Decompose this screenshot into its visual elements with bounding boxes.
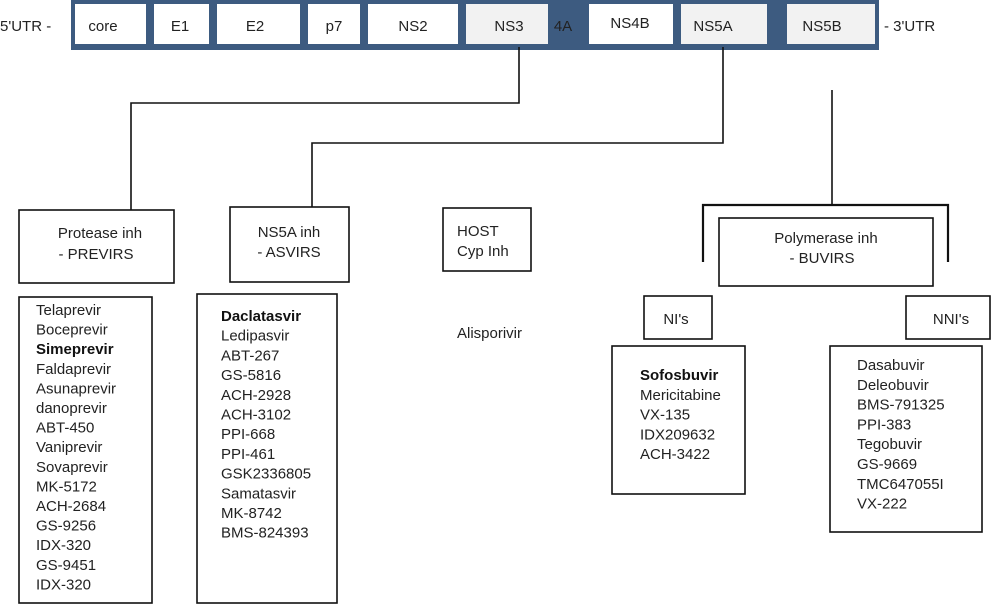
ns5a-drug-item: GSK2336805: [221, 466, 311, 483]
protease-drug-item: Asunaprevir: [36, 380, 116, 397]
connectors: [130, 47, 950, 262]
protease-drug-item: ACH-2684: [36, 498, 106, 515]
protease-drug-item: Faldaprevir: [36, 361, 111, 378]
ns5a-drug-item: GS-5816: [221, 367, 281, 384]
segment-ns3: [462, 0, 552, 48]
ns5a-drug-item: Daclatasvir: [221, 308, 301, 325]
protease-drug-item: IDX-320: [36, 537, 91, 554]
segment-ns4b-label: NS4B: [610, 15, 649, 32]
ni-drug-item: IDX209632: [640, 426, 715, 443]
segment-p7-label: p7: [326, 18, 343, 35]
protease-drug-item: ABT-450: [36, 420, 94, 437]
nni-drug-item: Dasabuvir: [857, 357, 925, 374]
ns5a-drug-list: [196, 293, 338, 604]
nni-drug-item: BMS-791325: [857, 397, 945, 414]
ni-drug-list: [611, 345, 746, 495]
segment-core: [71, 0, 150, 48]
ns5a-drug-items: DaclatasvirLedipasvirABT-267GS-5816ACH-2…: [221, 308, 311, 542]
protease-class-box: Protease inh - PREVIRS: [18, 209, 175, 284]
segment-ns5a: [677, 0, 771, 48]
utr5-label: 5'UTR -: [0, 18, 51, 35]
ni-drug-item: ACH-3422: [640, 446, 710, 463]
protease-class-line1: Protease inh: [58, 225, 142, 242]
ns5a-drug-item: PPI-668: [221, 426, 275, 443]
ns5a-drug-item: MK-8742: [221, 505, 282, 522]
protease-drug-item: danoprevir: [36, 400, 107, 417]
segment-e1: [150, 0, 213, 48]
protease-drug-list: [18, 296, 153, 604]
protease-drug-items: TelaprevirBoceprevirSimeprevirFaldaprevi…: [36, 302, 116, 593]
utr3-label: - 3'UTR: [884, 18, 935, 35]
nni-drug-item: GS-9669: [857, 456, 917, 473]
segment-ns3-label: NS3: [494, 18, 523, 35]
ns5a-drug-item: ACH-3102: [221, 407, 291, 424]
host-class-line2: Cyp Inh: [457, 243, 509, 260]
ni-drug-items: SofosbuvirMericitabineVX-135IDX209632ACH…: [640, 367, 721, 463]
host-class-frame: [442, 207, 532, 272]
protease-drug-item: Boceprevir: [36, 322, 108, 339]
ns5a-class-line1: NS5A inh: [258, 224, 321, 241]
protease-drug-item: Vaniprevir: [36, 439, 102, 456]
segment-ns5a-label: NS5A: [693, 18, 732, 35]
nni-class-label: NNI's: [933, 311, 969, 328]
polymerase-class-box: Polymerase inh - BUVIRS: [718, 217, 934, 287]
protease-drug-item: GS-9451: [36, 557, 96, 574]
segment-e2-label: E2: [246, 18, 264, 35]
protease-drug-item: MK-5172: [36, 478, 97, 495]
protease-class-frame: [18, 209, 175, 284]
ni-drug-item: VX-135: [640, 407, 690, 424]
segment-e1-label: E1: [171, 18, 189, 35]
ni-drug-item: Sofosbuvir: [640, 367, 719, 384]
nni-drug-item: Tegobuvir: [857, 436, 922, 453]
protease-drug-item: Telaprevir: [36, 302, 101, 319]
protease-drug-item: IDX-320: [36, 576, 91, 593]
ns5a-drug-item: ABT-267: [221, 347, 279, 364]
segment-core-label: core: [88, 18, 117, 35]
ns5a-drug-item: Ledipasvir: [221, 328, 289, 345]
ns5a-drug-item: PPI-461: [221, 446, 275, 463]
ns5a-drug-item: BMS-824393: [221, 525, 309, 542]
protease-drug-item: GS-9256: [36, 518, 96, 535]
segment-e2: [213, 0, 304, 48]
ns5a-class-line2: - ASVIRS: [257, 244, 320, 261]
ns5a-drug-item: Samatasvir: [221, 485, 296, 502]
polymerase-bracket: [701, 203, 950, 262]
host-class-box: HOST Cyp Inh: [442, 207, 532, 272]
segment-ns4b: [585, 0, 677, 48]
ns5a-to-ns5a-inh-connector: [311, 47, 724, 207]
ns5a-drug-item: ACH-2928: [221, 387, 291, 404]
nni-class-frame: [905, 295, 991, 340]
ni-class-box: NI's: [643, 295, 713, 340]
ni-class-label: NI's: [663, 311, 688, 328]
ni-drug-item: Mericitabine: [640, 387, 721, 404]
polymerase-class-frame: [718, 217, 934, 287]
segment-ns5b-label: NS5B: [802, 18, 841, 35]
ni-class-frame: [643, 295, 713, 340]
host-class-line1: HOST: [457, 223, 499, 240]
segment-ns2-label: NS2: [398, 18, 427, 35]
nni-drug-item: TMC647055I: [857, 476, 944, 493]
host-drug-alisporivir: Alisporivir: [457, 325, 522, 342]
segment-p7: [304, 0, 364, 48]
nni-drug-list: [829, 345, 983, 533]
protease-drug-item: Sovaprevir: [36, 459, 108, 476]
nni-drug-item: Deleobuvir: [857, 377, 929, 394]
nni-drug-items: DasabuvirDeleobuvirBMS-791325PPI-383Tego…: [857, 357, 945, 513]
segment-ns2: [364, 0, 462, 48]
ns5a-class-frame: [229, 206, 350, 283]
nni-drug-item: VX-222: [857, 496, 907, 513]
genome-bar: 5'UTR - core E1 E2 p7 NS2 NS3 4A NS4B NS…: [0, 0, 935, 50]
ns3-to-protease-connector: [130, 47, 520, 210]
ns5a-class-box: NS5A inh - ASVIRS: [229, 206, 350, 283]
protease-class-line2: - PREVIRS: [58, 246, 133, 263]
segment-4a-label: 4A: [554, 18, 572, 35]
protease-drug-item: Simeprevir: [36, 341, 114, 358]
segment-ns5b: [783, 0, 879, 48]
nni-drug-item: PPI-383: [857, 416, 911, 433]
nni-class-box: NNI's: [905, 295, 991, 340]
polymerase-class-line1: Polymerase inh: [774, 230, 877, 247]
polymerase-class-line2: - BUVIRS: [789, 250, 854, 267]
